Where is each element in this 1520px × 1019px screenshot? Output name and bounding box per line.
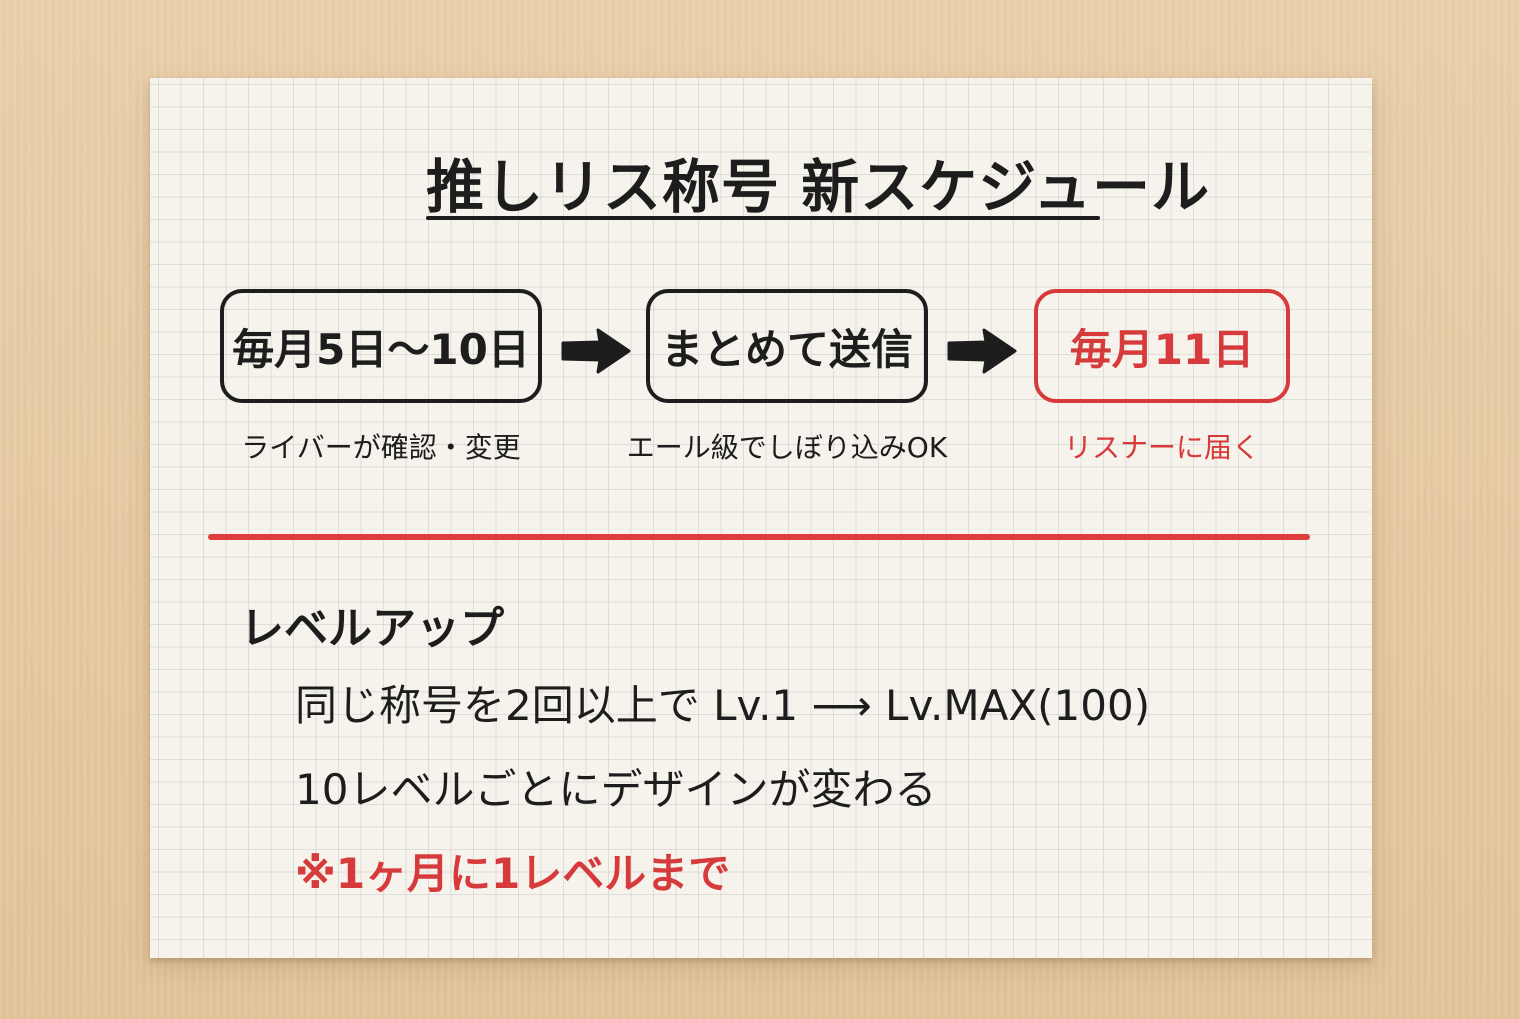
step-2-label: まとめて送信 bbox=[660, 324, 913, 374]
step-3-label: 毎月11日 bbox=[1069, 324, 1255, 374]
levelup-heading: レベルアップ bbox=[240, 603, 504, 654]
levelup-line-1: 同じ称号を2回以上で Lv.1 ⟶ Lv.MAX(100) bbox=[295, 681, 1151, 730]
step-box-3: 毎月11日 bbox=[1034, 289, 1290, 403]
step-1-caption: ライバーが確認・変更 bbox=[241, 431, 521, 464]
step-1-label: 毎月5日〜10日 bbox=[232, 324, 530, 374]
step-3-caption: リスナーに届く bbox=[1063, 431, 1260, 464]
title-underline bbox=[426, 216, 1100, 220]
levelup-note: ※1ヶ月に1レベルまで bbox=[295, 849, 731, 898]
step-2-caption: エール級でしぼり込みOK bbox=[626, 431, 948, 464]
red-divider bbox=[208, 534, 1310, 540]
page-title: 推しリス称号 新スケジュール bbox=[426, 153, 1211, 221]
right-arrow-icon bbox=[947, 328, 1017, 374]
levelup-line-2: 10レベルごとにデザインが変わる bbox=[295, 765, 937, 814]
step-box-2: まとめて送信 bbox=[646, 289, 928, 403]
step-box-1: 毎月5日〜10日 bbox=[220, 289, 542, 403]
grid-paper bbox=[150, 78, 1372, 958]
right-arrow-icon bbox=[561, 328, 631, 374]
